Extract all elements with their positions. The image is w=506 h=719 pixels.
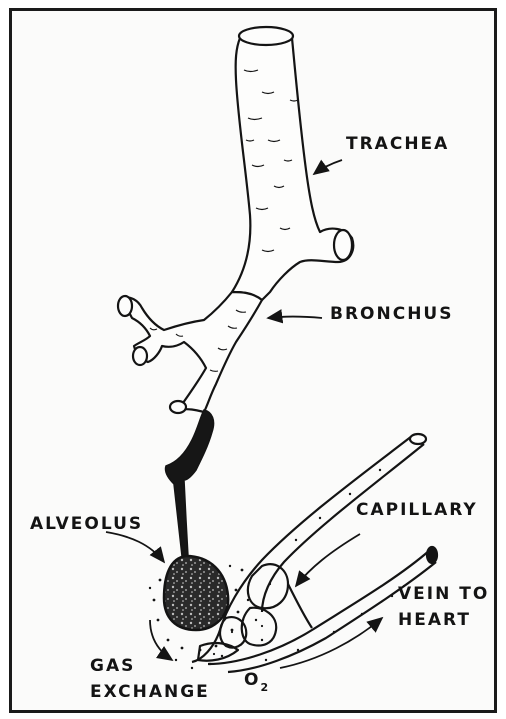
- trachea-label: TRACHEA: [346, 136, 449, 153]
- oxygen-arrow: [280, 618, 382, 668]
- bronchiole-shape: [165, 410, 213, 556]
- oxygen-label: O2: [244, 672, 268, 689]
- bronchus-arrow: [268, 317, 322, 319]
- oxygen-symbol: O: [244, 670, 260, 690]
- gas-exchange-label-line2: EXCHANGE: [90, 684, 210, 701]
- gas-exchange-label-line1: GAS: [90, 658, 135, 675]
- alveolus-shape: [164, 556, 228, 630]
- trachea-arrow: [314, 160, 342, 174]
- alveolus-arrow: [106, 532, 164, 562]
- capillary-shape: [192, 434, 437, 672]
- vein-to-heart-label-line1: VEIN TO: [398, 586, 489, 603]
- vein-to-heart-label-line2: HEART: [398, 612, 471, 629]
- oxygen-subscript: 2: [260, 681, 268, 694]
- capillary-label: CAPILLARY: [356, 502, 478, 519]
- alveolus-label: ALVEOLUS: [30, 516, 143, 533]
- bronchus-label: BRONCHUS: [330, 306, 453, 323]
- bronchus-shape: [118, 292, 262, 413]
